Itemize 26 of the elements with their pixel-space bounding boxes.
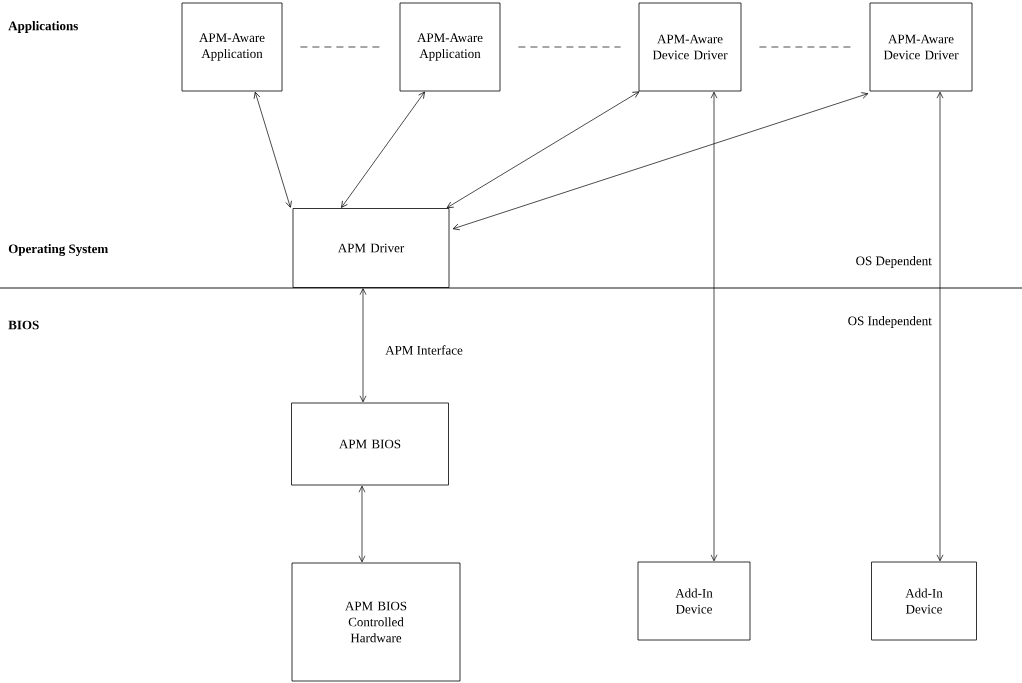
dashed-line: [300, 46, 382, 48]
arrow: [359, 288, 367, 403]
layer-label: Applications: [8, 21, 78, 33]
region-label: OS Independent: [848, 316, 932, 328]
arrow: [446, 91, 640, 209]
edge-label: APM Interface: [383, 343, 465, 357]
process-box: Add-In Device: [637, 561, 751, 641]
process-box: APM BIOS Controlled Hardware: [291, 562, 461, 682]
process-box: APM-Aware Application: [181, 2, 283, 92]
dashed-line: [759, 46, 852, 48]
layer-label: Operating System: [8, 244, 108, 256]
layer-label: BIOS: [8, 320, 39, 330]
process-box: APM-Aware Application: [399, 2, 501, 92]
arrow: [358, 485, 366, 563]
process-box: APM BIOS: [291, 402, 449, 486]
arrow: [452, 92, 869, 231]
arrow: [710, 91, 718, 562]
process-box: APM-Aware Device Driver: [638, 2, 742, 92]
arrow: [253, 91, 292, 208]
region-label: OS Dependent: [856, 256, 932, 268]
process-box: Add-In Device: [871, 561, 977, 641]
process-box: APM-Aware Device Driver: [869, 2, 973, 92]
arrow: [936, 91, 944, 562]
dashed-line: [518, 46, 621, 48]
process-box: APM Driver: [292, 208, 450, 288]
arrow: [341, 91, 425, 208]
